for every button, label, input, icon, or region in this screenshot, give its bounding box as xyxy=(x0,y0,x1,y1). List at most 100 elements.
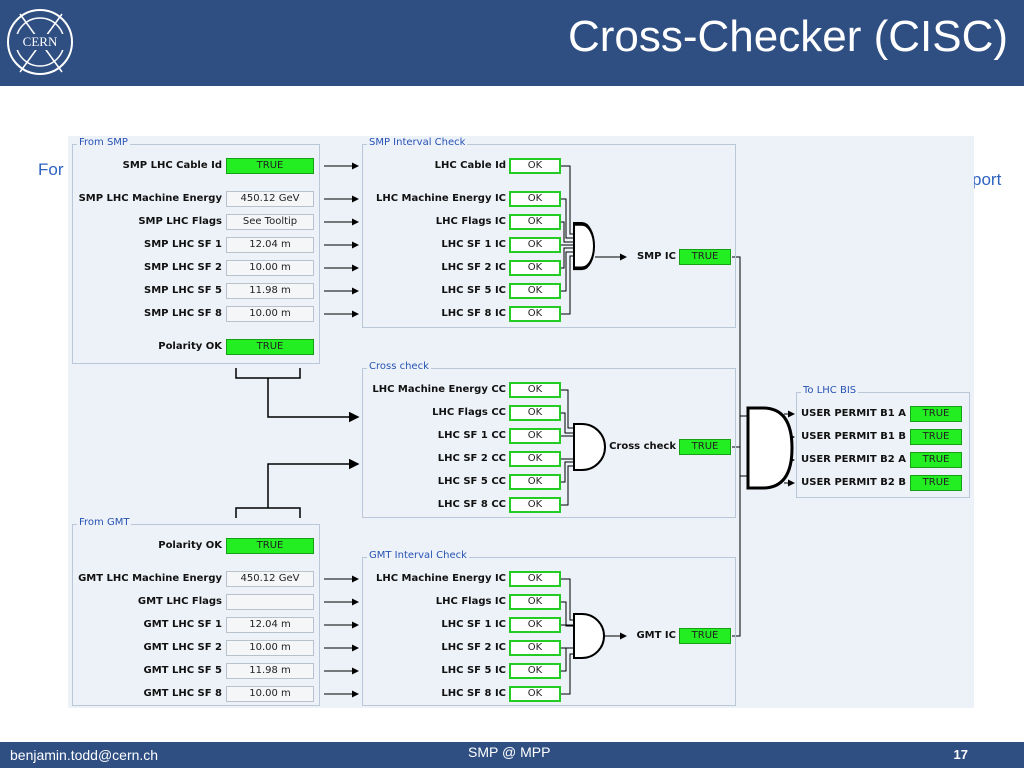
gmt-ic-sf8-label: LHC SF 8 IC xyxy=(441,688,506,699)
background-text-right: port xyxy=(972,170,1002,189)
logic-wiring xyxy=(235,162,795,698)
smp-ic-energy-label: LHC Machine Energy IC xyxy=(376,193,506,204)
cisc-diagram-panel: From SMP SMP LHC Cable Id TRUE SMP LHC M… xyxy=(68,136,974,708)
logo-text: CERN xyxy=(23,34,58,49)
background-text-left: For xyxy=(38,160,64,179)
permit-b1b-field[interactable]: TRUE xyxy=(910,429,962,445)
smp-ic-output-label: SMP IC xyxy=(636,251,676,262)
cc-sf8-status: OK xyxy=(509,497,561,513)
wire-smp-ic-5 xyxy=(561,247,576,269)
cc-sf1-status: OK xyxy=(509,428,561,444)
smp-sf5-field[interactable]: 11.98 m xyxy=(226,283,314,299)
smp-cable-id-label: SMP LHC Cable Id xyxy=(122,160,222,171)
smp-ic-sf8-status: OK xyxy=(509,306,561,322)
smp-polarity-field[interactable]: TRUE xyxy=(226,339,314,355)
gmt-sf5-label: GMT LHC SF 5 xyxy=(143,665,223,676)
smp-ic-sf1-label: LHC SF 1 IC xyxy=(441,239,506,250)
cc-sf5-status: OK xyxy=(509,474,561,490)
smp-ic-sf5-label: LHC SF 5 IC xyxy=(441,285,506,296)
smp-sf8-field[interactable]: 10.00 m xyxy=(226,306,314,322)
permit-b2a-field[interactable]: TRUE xyxy=(910,452,962,468)
wire-gmt-ic-2 xyxy=(561,601,574,627)
smp-ic-sf2-label: LHC SF 2 IC xyxy=(441,262,506,273)
smp-ic-sf5-status: OK xyxy=(509,283,561,299)
gmt-polarity-field[interactable]: TRUE xyxy=(226,538,314,554)
gmt-sf8-label: GMT LHC SF 8 xyxy=(143,688,223,699)
gmt-ic-flags-status: OK xyxy=(509,594,561,610)
footer-email: benjamin.todd@cern.ch xyxy=(10,747,159,763)
gmt-machine-energy-field[interactable]: 450.12 GeV xyxy=(226,571,314,587)
gmt-ic-output-field[interactable]: TRUE xyxy=(679,628,731,644)
smp-ic-flags-label: LHC Flags IC xyxy=(435,216,506,227)
smp-ic-sf1-status: OK xyxy=(509,237,561,253)
smp-and-gate xyxy=(573,222,595,271)
permit-b2b-label: USER PERMIT B2 B xyxy=(801,477,906,488)
to-lhc-bis-group: To LHC BIS xyxy=(796,385,970,498)
cross-check-output-label: Cross check xyxy=(609,441,676,452)
permit-b1a-field[interactable]: TRUE xyxy=(910,406,962,422)
cern-logo: CERN xyxy=(7,9,73,75)
smp-sf8-label: SMP LHC SF 8 xyxy=(144,308,222,319)
gmt-ic-sf2-label: LHC SF 2 IC xyxy=(441,642,506,653)
gmt-ic-sf8-status: OK xyxy=(509,686,561,702)
wire-smp-ic-2 xyxy=(561,198,576,239)
smp-sf2-field[interactable]: 10.00 m xyxy=(226,260,314,276)
gmt-ic-sf1-status: OK xyxy=(509,617,561,633)
cross-check-group: Cross check xyxy=(362,361,736,518)
cc-sf1-label: LHC SF 1 CC xyxy=(437,430,506,441)
gmt-flags-label: GMT LHC Flags xyxy=(137,596,222,607)
permit-b1b-label: USER PERMIT B1 B xyxy=(801,431,906,442)
wire-cc-2 xyxy=(561,412,574,434)
gmt-sf2-label: GMT LHC SF 2 xyxy=(143,642,223,653)
gmt-sf1-field[interactable]: 12.04 m xyxy=(226,617,314,633)
gmt-ic-sf5-label: LHC SF 5 IC xyxy=(441,665,506,676)
smp-sf5-label: SMP LHC SF 5 xyxy=(144,285,222,296)
gmt-sf2-field[interactable]: 10.00 m xyxy=(226,640,314,656)
gmt-flags-field[interactable] xyxy=(226,594,314,610)
cc-sf2-status: OK xyxy=(509,451,561,467)
gmt-machine-energy-label: GMT LHC Machine Energy xyxy=(78,573,222,584)
page-number: 17 xyxy=(953,747,968,762)
from-gmt-group: From GMT xyxy=(72,517,320,706)
smp-ic-energy-status: OK xyxy=(509,191,561,207)
footer-center-text: SMP @ MPP xyxy=(468,744,551,760)
smp-interval-check-group: SMP Interval Check xyxy=(362,137,736,328)
smp-flags-field[interactable]: See Tooltip xyxy=(226,214,314,230)
wire-smp-ic-3 xyxy=(561,221,576,243)
smp-ic-output-field[interactable]: TRUE xyxy=(679,249,731,265)
permit-b2a-label: USER PERMIT B2 A xyxy=(801,454,906,465)
wire-gmt-ic-6 xyxy=(561,653,574,695)
slide-title: Cross-Checker (CISC) xyxy=(567,12,1008,61)
smp-polarity-label: Polarity OK xyxy=(158,341,222,352)
wire-gmt-ic-5 xyxy=(561,647,574,672)
bracket-gmt-to-cross xyxy=(235,464,358,518)
cc-flags-status: OK xyxy=(509,405,561,421)
permit-b2b-field[interactable]: TRUE xyxy=(910,475,962,491)
smp-ic-sf8-label: LHC SF 8 IC xyxy=(441,308,506,319)
cc-sf5-label: LHC SF 5 CC xyxy=(437,476,506,487)
gmt-ic-sf1-label: LHC SF 1 IC xyxy=(441,619,506,630)
gmt-interval-check-title: GMT Interval Check xyxy=(367,550,469,561)
header-bar: CERN Cross-Checker (CISC) xyxy=(0,0,1024,86)
wire-cc-5 xyxy=(561,461,574,483)
cross-check-output-field[interactable]: TRUE xyxy=(679,439,731,455)
smp-sf1-label: SMP LHC SF 1 xyxy=(144,239,222,250)
cross-and-gate xyxy=(573,423,606,471)
from-gmt-title: From GMT xyxy=(77,517,132,528)
gmt-and-gate xyxy=(573,613,605,659)
gmt-sf8-field[interactable]: 10.00 m xyxy=(226,686,314,702)
smp-sf2-label: SMP LHC SF 2 xyxy=(144,262,222,273)
cc-flags-label: LHC Flags CC xyxy=(432,407,506,418)
wire-gmt-ic-1 xyxy=(561,578,574,621)
smp-sf1-field[interactable]: 12.04 m xyxy=(226,237,314,253)
gmt-sf5-field[interactable]: 11.98 m xyxy=(226,663,314,679)
gmt-interval-check-group: GMT Interval Check xyxy=(362,550,736,706)
cc-energy-status: OK xyxy=(509,382,561,398)
smp-cable-id-field[interactable]: TRUE xyxy=(226,158,314,174)
smp-machine-energy-field[interactable]: 450.12 GeV xyxy=(226,191,314,207)
cross-check-title: Cross check xyxy=(367,361,431,372)
smp-ic-cable-status: OK xyxy=(509,158,561,174)
smp-ic-sf2-status: OK xyxy=(509,260,561,276)
cc-sf2-label: LHC SF 2 CC xyxy=(437,453,506,464)
wire-cc-6 xyxy=(561,465,574,506)
